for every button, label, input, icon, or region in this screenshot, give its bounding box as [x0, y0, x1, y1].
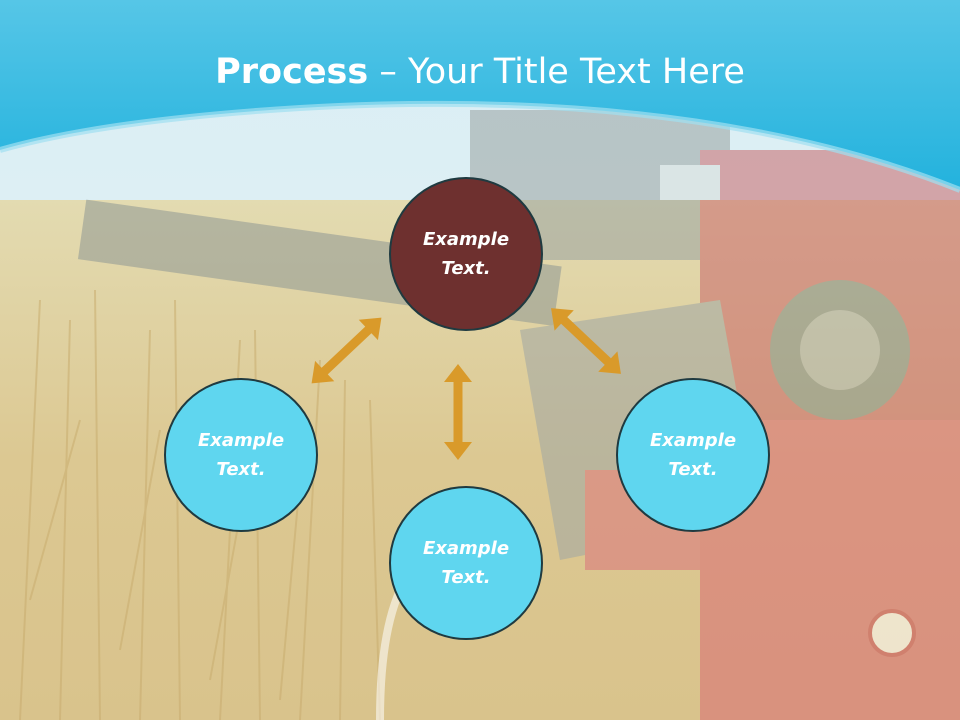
node-right: Example Text.: [616, 378, 770, 532]
node-right-line1: Example: [649, 430, 737, 451]
node-bottom-line2: Text.: [441, 567, 491, 588]
title-dash: –: [368, 52, 408, 92]
slide-title: Process – Your Title Text Here: [0, 52, 960, 92]
node-top-line2: Text.: [441, 258, 491, 279]
node-bottom-line1: Example: [422, 538, 510, 559]
node-top-line1: Example: [422, 229, 510, 250]
title-bold-part: Process: [215, 52, 369, 92]
node-left-line2: Text.: [216, 459, 266, 480]
node-left-line1: Example: [197, 430, 285, 451]
node-right-line2: Text.: [668, 459, 718, 480]
node-bottom: Example Text.: [389, 486, 543, 640]
title-rest: Your Title Text Here: [407, 52, 745, 92]
node-top: Example Text.: [389, 177, 543, 331]
header-band: [0, 0, 960, 193]
node-left: Example Text.: [164, 378, 318, 532]
